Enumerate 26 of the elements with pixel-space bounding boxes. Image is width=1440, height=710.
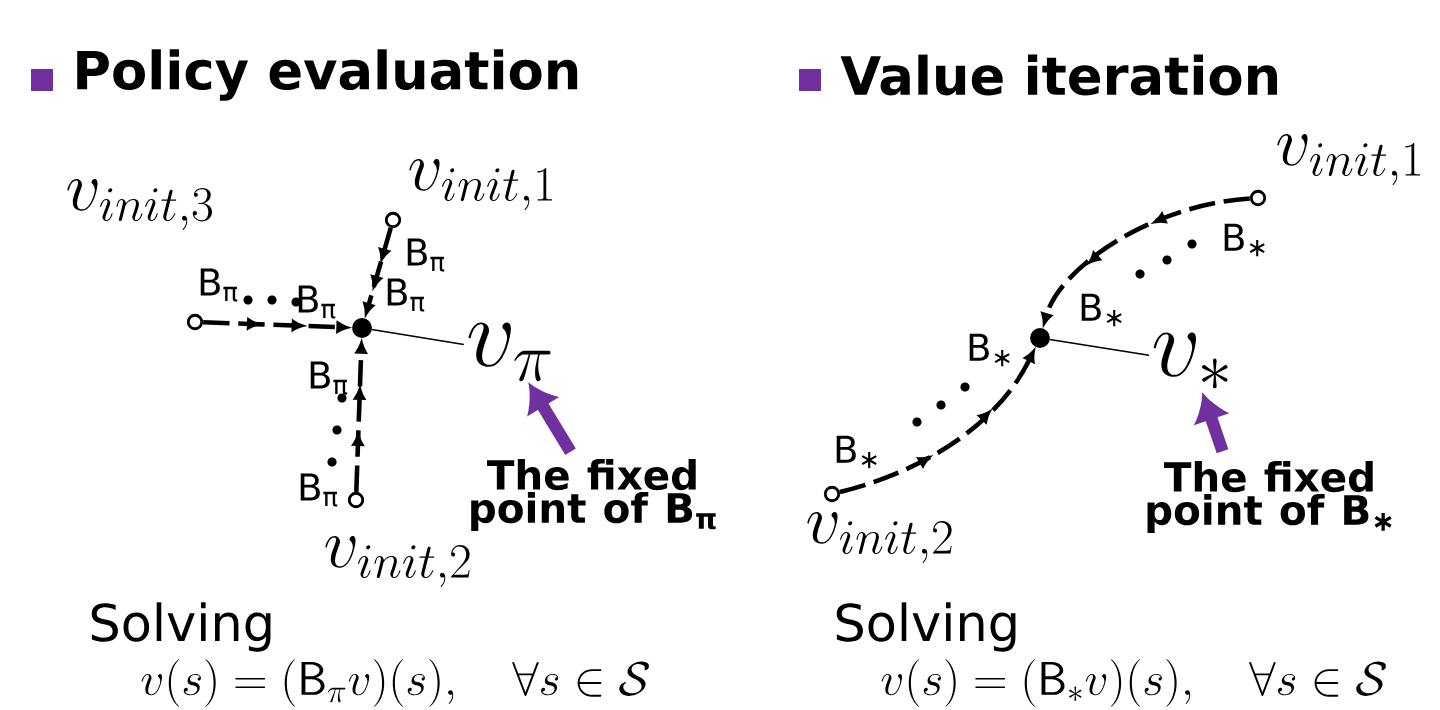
operator-label: B$_{π}$	[310, 361, 348, 395]
start-point	[1249, 189, 1267, 207]
edge-label: B$_{∗}$	[1224, 223, 1265, 257]
start-point	[823, 485, 841, 503]
caption-text: Solving	[836, 602, 1016, 652]
start-point	[186, 313, 204, 331]
fixed-point-dot	[352, 318, 372, 338]
math-label: $v_{init,1}$	[1277, 134, 1420, 186]
caption-text: Solving	[91, 602, 271, 652]
edge-label: B$_{π}$	[300, 473, 338, 507]
fixed-point-dot	[1030, 328, 1050, 348]
math-label: $v_{*}$	[1153, 332, 1228, 389]
annotation-text: The fixed point of B$_{∗}$	[1147, 460, 1392, 534]
heading: Policy evaluation	[77, 49, 578, 101]
leader-line	[1049, 338, 1150, 356]
annotation-text: The fixed point of B$_{π}$	[471, 458, 716, 532]
leader-line	[371, 328, 465, 346]
edge-label: B$_{π}$	[407, 238, 445, 272]
equation: $v(s)=(\mathsf{B}_{\pi}v)(s),\quad\forall s\in\mathcal{S}$	[141, 659, 649, 707]
equation: $v(s)=(\mathsf{B}_{*}v)(s),\quad\forall s\in\mathcal{S}$	[881, 659, 1386, 707]
edge-label: B$_{π}$	[200, 268, 238, 302]
math-label: $v_{\pi}$	[468, 322, 551, 382]
math-label: $v_{init,3}$	[67, 179, 213, 231]
start-point	[347, 491, 365, 509]
operator-label: B$_{π}$	[387, 278, 425, 312]
start-point	[384, 211, 402, 229]
